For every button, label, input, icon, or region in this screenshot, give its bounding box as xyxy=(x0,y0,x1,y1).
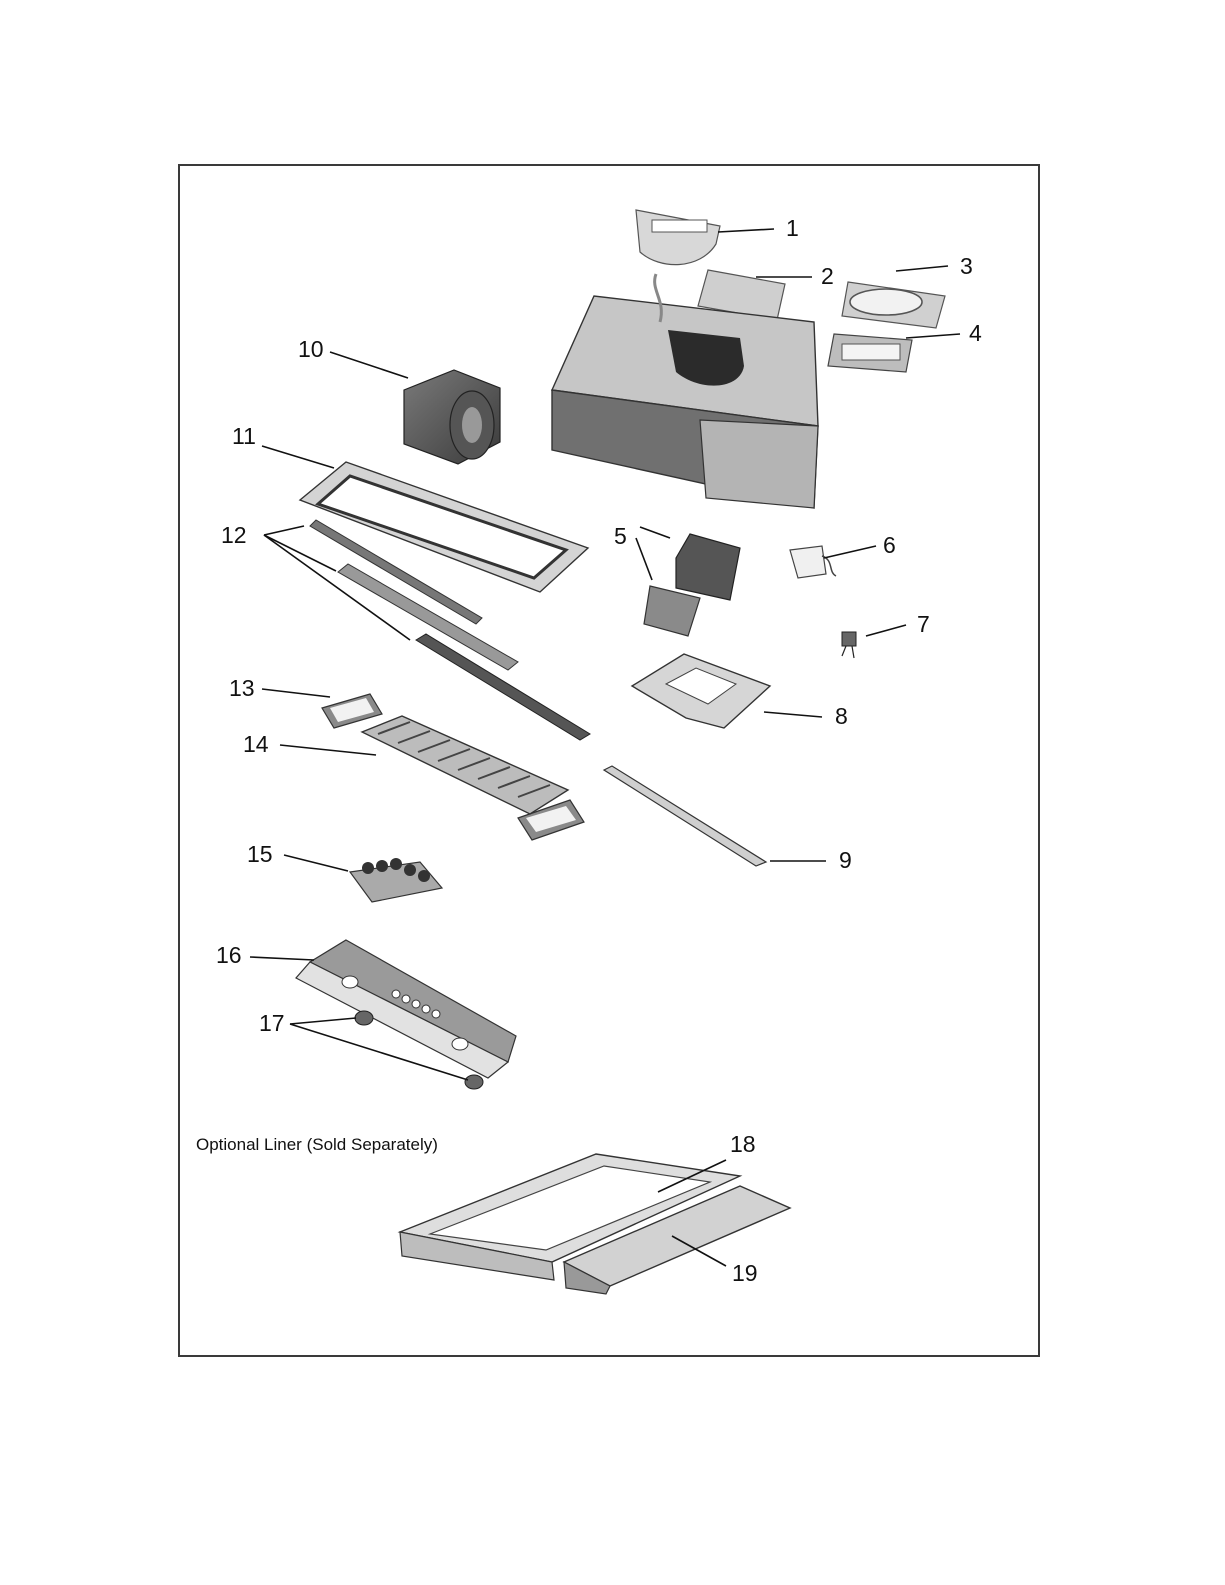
callout-9: 9 xyxy=(839,847,852,873)
part-6-junction-box xyxy=(790,546,836,578)
part-3-ring-adapter xyxy=(842,282,945,328)
part-15-light-module xyxy=(350,858,442,902)
callout-18: 18 xyxy=(730,1131,756,1157)
callout-17: 17 xyxy=(259,1010,285,1036)
callout-19: 19 xyxy=(732,1260,758,1286)
callout-6: 6 xyxy=(883,532,896,558)
callout-3: 3 xyxy=(960,253,973,279)
callout-7: 7 xyxy=(917,611,930,637)
callout-15: 15 xyxy=(247,841,273,867)
callout-2: 2 xyxy=(821,263,834,289)
callout-14: 14 xyxy=(243,731,269,757)
callout-5: 5 xyxy=(614,523,627,549)
part-1-damper-plate xyxy=(636,210,720,265)
optional-liner-note: Optional Liner (Sold Separately) xyxy=(196,1135,438,1154)
part-10-blower-motor xyxy=(404,370,500,464)
part-4-duct-collar xyxy=(828,334,912,372)
part-16-control-panel xyxy=(296,940,516,1078)
part-7-switch xyxy=(842,632,856,658)
callout-10: 10 xyxy=(298,336,324,362)
callout-4: 4 xyxy=(969,320,982,346)
part-9-trim-strip xyxy=(604,766,766,866)
callout-12: 12 xyxy=(221,522,247,548)
part-14-baffle-filter xyxy=(362,716,568,814)
callout-13: 13 xyxy=(229,675,255,701)
callout-1: 1 xyxy=(786,215,799,241)
callout-16: 16 xyxy=(216,942,242,968)
callout-8: 8 xyxy=(835,703,848,729)
part-8-mounting-plate xyxy=(632,654,770,728)
part-5-control-module xyxy=(644,534,740,636)
callout-11: 11 xyxy=(232,423,256,449)
